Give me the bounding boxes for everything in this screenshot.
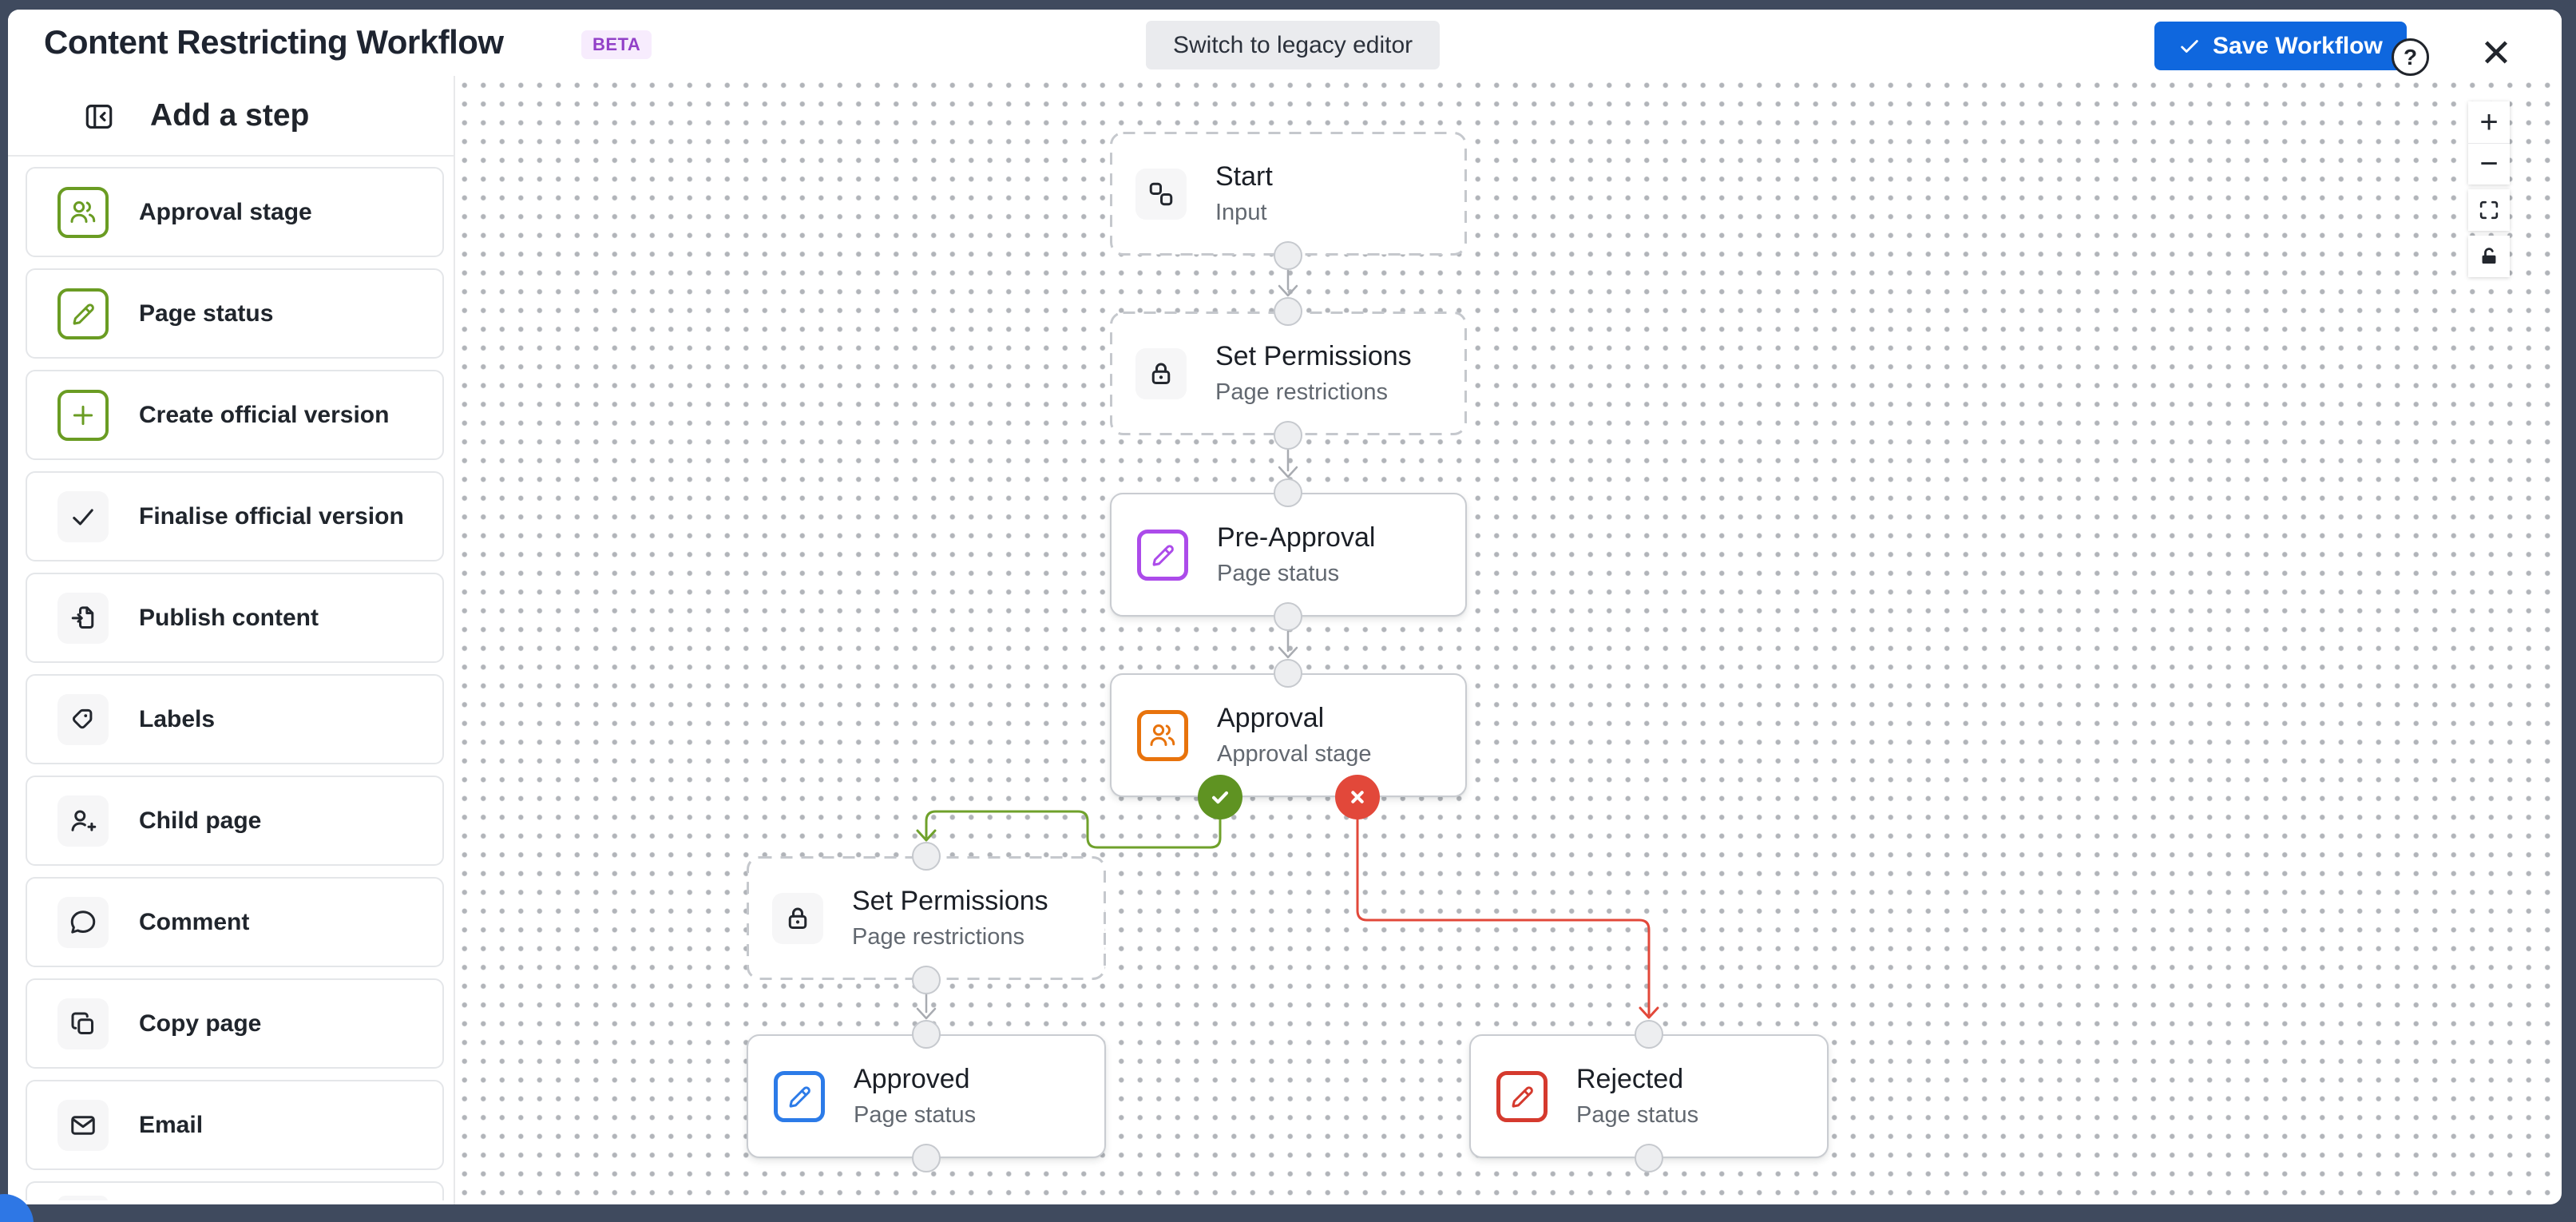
node-subtitle: Page restrictions — [852, 924, 1024, 950]
lock-icon — [772, 892, 823, 944]
help-icon: ? — [2403, 44, 2418, 69]
node-title: Start — [1215, 161, 1273, 192]
close-button[interactable]: ✕ — [2474, 32, 2519, 77]
workflow-title: Content Restricting Workflow — [44, 23, 504, 61]
sidebar-title: Add a step — [150, 98, 310, 133]
publish-icon — [57, 592, 109, 644]
step-label: Comment — [139, 908, 250, 935]
pencil-icon — [1137, 529, 1188, 581]
node-title: Approval — [1217, 703, 1325, 733]
step-label: Copy page — [139, 1010, 262, 1037]
step-label: Publish content — [139, 604, 319, 631]
flow-icon — [1135, 168, 1187, 220]
step-comment[interactable]: Comment — [26, 877, 444, 967]
collapse-panel-icon — [85, 105, 113, 129]
step-label: Labels — [139, 705, 216, 732]
fit-view-button[interactable] — [2468, 189, 2510, 231]
pencil-icon — [774, 1070, 825, 1122]
editor-header: Content Restricting Workflow BETA Switch… — [8, 10, 2562, 76]
node-set-permissions-1[interactable]: Set Permissions Page restrictions — [1110, 311, 1467, 435]
node-subtitle: Page status — [1217, 561, 1340, 586]
collapse-sidebar-button[interactable] — [81, 100, 117, 135]
step-finalise-official-version[interactable]: Finalise official version — [26, 471, 444, 561]
node-subtitle: Approval stage — [1217, 741, 1372, 767]
unlock-icon — [2482, 248, 2496, 264]
people-icon — [1137, 709, 1188, 761]
zoom-in-icon: + — [2479, 104, 2499, 140]
step-label: Page status — [139, 300, 274, 327]
step-page-status[interactable]: Page status — [26, 268, 444, 359]
node-title: Set Permissions — [852, 886, 1048, 916]
approve-branch-badge — [1198, 775, 1242, 819]
check-icon — [2181, 39, 2198, 53]
node-start[interactable]: Start Input — [1110, 132, 1467, 256]
email-icon — [57, 1099, 109, 1151]
canvas-zoom-controls: + − — [2468, 101, 2510, 282]
step-copy-page[interactable]: Copy page — [26, 978, 444, 1069]
node-title: Pre-Approval — [1217, 522, 1376, 553]
node-approval[interactable]: Approval Approval stage — [1110, 673, 1467, 797]
pencil-icon — [1496, 1070, 1548, 1122]
help-button[interactable]: ? — [2392, 38, 2429, 76]
comment-icon — [57, 896, 109, 948]
copy-icon — [57, 998, 109, 1049]
step-approval-stage[interactable]: Approval stage — [26, 167, 444, 257]
people-icon — [57, 186, 109, 238]
step-label: Approval stage — [139, 198, 312, 225]
node-pre-approval[interactable]: Pre-Approval Page status — [1110, 493, 1467, 617]
node-title: Set Permissions — [1215, 341, 1412, 371]
node-approved[interactable]: Approved Page status — [747, 1034, 1106, 1158]
check-icon — [1212, 791, 1228, 804]
zoom-out-button[interactable]: − — [2468, 143, 2510, 184]
step-create-official-version[interactable]: Create official version — [26, 370, 444, 460]
cross-icon — [1351, 791, 1364, 803]
step-label: Create official version — [139, 401, 390, 428]
beta-badge: BETA — [581, 30, 652, 59]
node-title: Rejected — [1576, 1064, 1684, 1094]
step-labels[interactable]: Labels — [26, 674, 444, 764]
step-card-clipped[interactable] — [26, 1181, 444, 1200]
close-icon: ✕ — [2479, 33, 2513, 75]
zoom-in-button[interactable]: + — [2468, 101, 2510, 143]
clipped-icon — [57, 1196, 109, 1200]
node-subtitle: Page restrictions — [1215, 379, 1388, 405]
save-workflow-label: Save Workflow — [2213, 32, 2383, 59]
node-subtitle: Page status — [854, 1102, 977, 1128]
lock-icon — [1135, 347, 1187, 399]
unlock-button[interactable] — [2468, 236, 2510, 277]
pencil-icon — [57, 288, 109, 339]
step-label: Child page — [139, 807, 262, 834]
node-subtitle: Input — [1215, 200, 1267, 225]
reject-branch-badge — [1335, 775, 1380, 819]
step-label: Email — [139, 1111, 204, 1138]
person-add-icon — [57, 795, 109, 847]
switch-to-legacy-editor-button[interactable]: Switch to legacy editor — [1146, 21, 1441, 69]
node-set-permissions-2[interactable]: Set Permissions Page restrictions — [747, 856, 1106, 980]
step-label: Finalise official version — [139, 502, 404, 530]
tag-icon — [57, 693, 109, 745]
save-workflow-button[interactable]: Save Workflow — [2154, 22, 2407, 70]
workflow-canvas[interactable] — [455, 76, 2562, 1204]
workflow-editor-modal: Start Input Set Permissions Page restric… — [8, 10, 2562, 1204]
step-publish-content[interactable]: Publish content — [26, 573, 444, 663]
node-title: Approved — [854, 1064, 970, 1094]
add-step-sidebar: Add a step Approval stage Page status Cr… — [8, 76, 455, 1204]
check-icon — [57, 490, 109, 542]
step-email[interactable]: Email — [26, 1080, 444, 1170]
fit-view-icon — [2479, 200, 2499, 220]
node-subtitle: Page status — [1576, 1102, 1699, 1128]
plus-icon — [57, 389, 109, 441]
zoom-out-icon: − — [2479, 146, 2499, 181]
step-child-page[interactable]: Child page — [26, 776, 444, 866]
node-rejected[interactable]: Rejected Page status — [1469, 1034, 1829, 1158]
